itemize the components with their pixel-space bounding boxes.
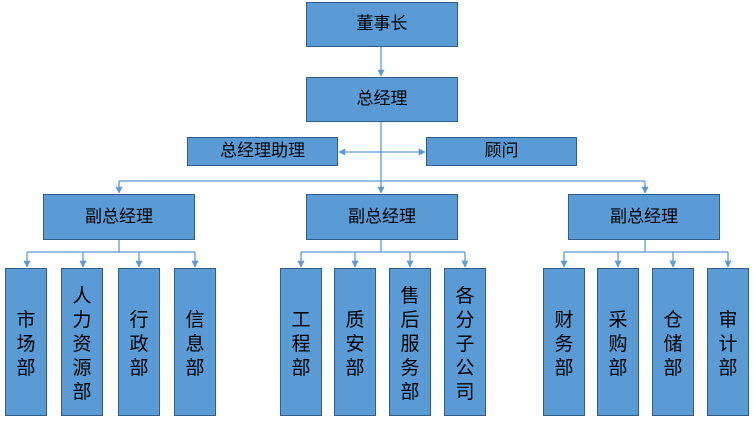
vice-gm-label: 副总经理 (85, 206, 153, 227)
advisor-box: 顾问 (426, 137, 577, 166)
department-box-subsidiaries: 各分子公司 (444, 268, 486, 416)
department-label: 市场部 (16, 309, 36, 379)
department-label: 审计部 (718, 309, 738, 379)
department-box-finance: 财务部 (543, 268, 585, 416)
vice-gm-box-1: 副总经理 (43, 194, 195, 240)
department-box-hr: 人力资源部 (61, 268, 103, 416)
department-label: 行政部 (129, 309, 149, 379)
gm-assistant-box: 总经理助理 (187, 137, 338, 166)
chairman-box: 董事长 (306, 2, 458, 47)
gm-assistant-label: 总经理助理 (220, 141, 305, 161)
general-manager-box: 总经理 (306, 77, 458, 122)
department-box-after-sales: 售后服务部 (389, 268, 431, 416)
vice-gm-label: 副总经理 (610, 206, 678, 227)
department-label: 仓储部 (663, 309, 683, 379)
department-box-quality-safety: 质安部 (334, 268, 376, 416)
chairman-label: 董事长 (356, 14, 408, 34)
vice-gm-box-3: 副总经理 (568, 194, 720, 240)
department-label: 质安部 (345, 309, 365, 379)
department-box-procurement: 采购部 (597, 268, 639, 416)
department-label: 售后服务部 (400, 285, 420, 403)
vice-gm-box-2: 副总经理 (306, 194, 458, 240)
department-box-warehouse: 仓储部 (652, 268, 694, 416)
advisor-label: 顾问 (484, 141, 519, 161)
general-manager-label: 总经理 (356, 89, 408, 109)
department-box-audit: 审计部 (707, 268, 749, 416)
department-box-admin: 行政部 (118, 268, 160, 416)
department-label: 采购部 (608, 309, 628, 379)
department-label: 各分子公司 (455, 285, 475, 403)
department-box-market: 市场部 (5, 268, 47, 416)
vice-gm-label: 副总经理 (348, 206, 416, 227)
department-label: 信息部 (185, 309, 205, 379)
department-box-engineering: 工程部 (280, 268, 322, 416)
department-label: 人力资源部 (72, 285, 92, 403)
department-label: 财务部 (554, 309, 574, 379)
department-box-it: 信息部 (174, 268, 216, 416)
department-label: 工程部 (291, 309, 311, 379)
